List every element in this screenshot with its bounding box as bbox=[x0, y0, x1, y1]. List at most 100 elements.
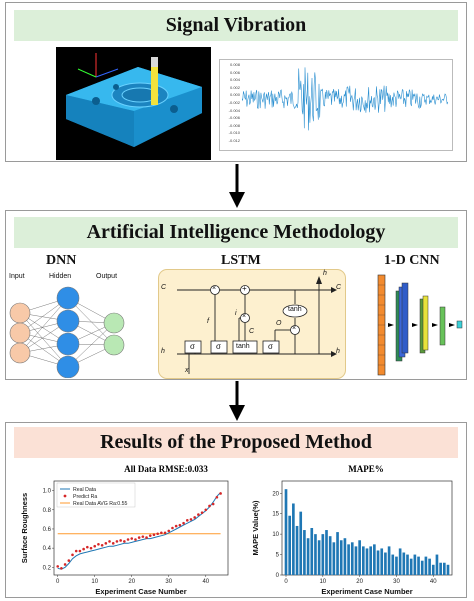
chart2-xtick-label: 20 bbox=[356, 579, 363, 585]
lstm-h-prev: h bbox=[161, 348, 165, 355]
chart1-predict-point bbox=[145, 536, 148, 539]
chart2-bar bbox=[328, 536, 332, 575]
chart1-xtick-label: 30 bbox=[165, 579, 172, 585]
chart1-legend-label: Real Data bbox=[73, 487, 96, 493]
chart1-legend-marker bbox=[63, 494, 67, 498]
lstm-c-prev: C bbox=[161, 284, 167, 291]
chart1-real-line bbox=[57, 492, 221, 570]
lstm-sigma-1: σ bbox=[190, 342, 195, 351]
lstm-add: + bbox=[242, 284, 247, 293]
lstm-forget-label: f bbox=[207, 318, 209, 325]
chart2-bar bbox=[343, 538, 347, 575]
down-arrow-icon bbox=[229, 381, 245, 421]
chart2-bar bbox=[365, 548, 369, 575]
chart2-ytick-label: 5 bbox=[276, 553, 280, 559]
chart2-bar bbox=[442, 562, 446, 575]
down-arrow-icon bbox=[229, 164, 245, 208]
chart1-predict-point bbox=[126, 538, 130, 541]
chart2-bar bbox=[446, 564, 450, 575]
chart2-bar bbox=[350, 542, 354, 575]
chart2-bar bbox=[391, 554, 395, 575]
chart1-predict-point bbox=[86, 545, 89, 549]
chart1-predict-point bbox=[74, 549, 78, 553]
chart2-bar bbox=[395, 556, 398, 575]
dnn-hidden-label: Hidden bbox=[49, 273, 72, 280]
chart1-ytick-label: 1.0 bbox=[43, 489, 52, 495]
signal-ytick: -0.010 bbox=[228, 130, 240, 136]
chart2-bar bbox=[376, 550, 380, 575]
dnn-network-diagram bbox=[9, 286, 125, 378]
chart2-bar bbox=[299, 511, 303, 575]
chart2-bar bbox=[387, 546, 391, 575]
chart2-bar bbox=[402, 552, 406, 575]
chart2-bar bbox=[398, 548, 402, 575]
chart1-predict-point bbox=[160, 531, 163, 535]
dnn-output-label: Output bbox=[96, 273, 118, 280]
chart1-predict-point bbox=[156, 532, 159, 536]
lstm-tanh-top: tanh bbox=[288, 306, 302, 313]
chart1-predict-point bbox=[204, 508, 208, 512]
chart1-xlabel: Experiment Case Number bbox=[95, 587, 186, 596]
lstm-sigma-2: σ bbox=[216, 342, 221, 351]
chart2-bar bbox=[424, 556, 428, 575]
chart1-predict-point bbox=[78, 549, 82, 553]
signal-ytick: -0.006 bbox=[228, 115, 240, 121]
chart2-bar bbox=[413, 554, 417, 575]
chart1-title: All Data RMSE:0.033 bbox=[124, 464, 208, 474]
chart2-bar bbox=[336, 532, 339, 575]
chart2-bar bbox=[354, 546, 358, 575]
chart2-bar bbox=[332, 542, 336, 575]
lstm-title: LSTM bbox=[221, 253, 261, 268]
chart1-predict-point bbox=[137, 536, 141, 539]
chart2-xtick-label: 30 bbox=[393, 579, 400, 585]
chart1-ylabel: Surface Roughness bbox=[20, 493, 29, 563]
chart1-xtick-label: 10 bbox=[91, 579, 98, 585]
results-panel: Results of the Proposed Method All Data … bbox=[5, 422, 467, 598]
lstm-input-mult: × bbox=[242, 313, 247, 320]
chart1-predict-point bbox=[174, 524, 178, 528]
chart1-predict-point bbox=[219, 492, 222, 495]
chart1-predict-point bbox=[111, 542, 115, 545]
chart1-predict-point bbox=[215, 496, 219, 499]
dnn-title: DNN bbox=[46, 253, 77, 268]
chart1-predict-point bbox=[197, 513, 200, 516]
panel3-title: Results of the Proposed Method bbox=[14, 427, 458, 458]
chart1-predict-point bbox=[108, 540, 111, 543]
signal-ytick: -0.004 bbox=[228, 107, 240, 113]
chart2-bar bbox=[325, 530, 328, 575]
lstm-cell-diagram bbox=[177, 276, 337, 374]
chart1-predict-point bbox=[163, 531, 167, 535]
lstm-tanh-gate: tanh bbox=[236, 343, 250, 350]
chart1-predict-point bbox=[130, 537, 134, 540]
chart2-ytick-label: 10 bbox=[272, 532, 279, 538]
chart1-predict-point bbox=[123, 540, 126, 543]
chart1-predict-point bbox=[89, 546, 93, 550]
chart1-predict-point bbox=[63, 563, 67, 566]
chart1-predict-point bbox=[189, 518, 193, 521]
chart2-bar bbox=[428, 558, 431, 575]
chart2-bar bbox=[321, 534, 325, 575]
chart2-ytick-label: 15 bbox=[272, 512, 279, 518]
chart2-xtick-label: 40 bbox=[430, 579, 437, 585]
chart2-bar bbox=[292, 503, 295, 575]
chart2-bar bbox=[361, 546, 365, 575]
chart1-predict-point bbox=[134, 538, 137, 541]
panel1-title-text: Signal Vibration bbox=[165, 14, 307, 36]
signal-ytick: 0.008 bbox=[229, 62, 240, 67]
chart2-bar bbox=[409, 558, 413, 575]
chart2-bar bbox=[284, 489, 288, 575]
chart1-predict-point bbox=[185, 519, 189, 522]
chart2-xtick-label: 10 bbox=[319, 579, 326, 585]
chart1-predict-point bbox=[119, 539, 122, 542]
chart1-ytick-label: 0.8 bbox=[43, 508, 52, 514]
lstm-forget-mult: × bbox=[212, 285, 217, 292]
ai-methodology-panel: Artificial Intelligence Methodology DNN … bbox=[5, 210, 467, 380]
chart2-ylabel: MAPE Value(%) bbox=[251, 500, 260, 556]
chart1-ytick-label: 0.4 bbox=[43, 546, 52, 552]
signal-ytick: -0.002 bbox=[228, 100, 240, 105]
chart1-predict-point bbox=[208, 504, 211, 508]
signal-ytick: 0.002 bbox=[229, 84, 240, 90]
lstm-output-label: O bbox=[276, 320, 282, 327]
